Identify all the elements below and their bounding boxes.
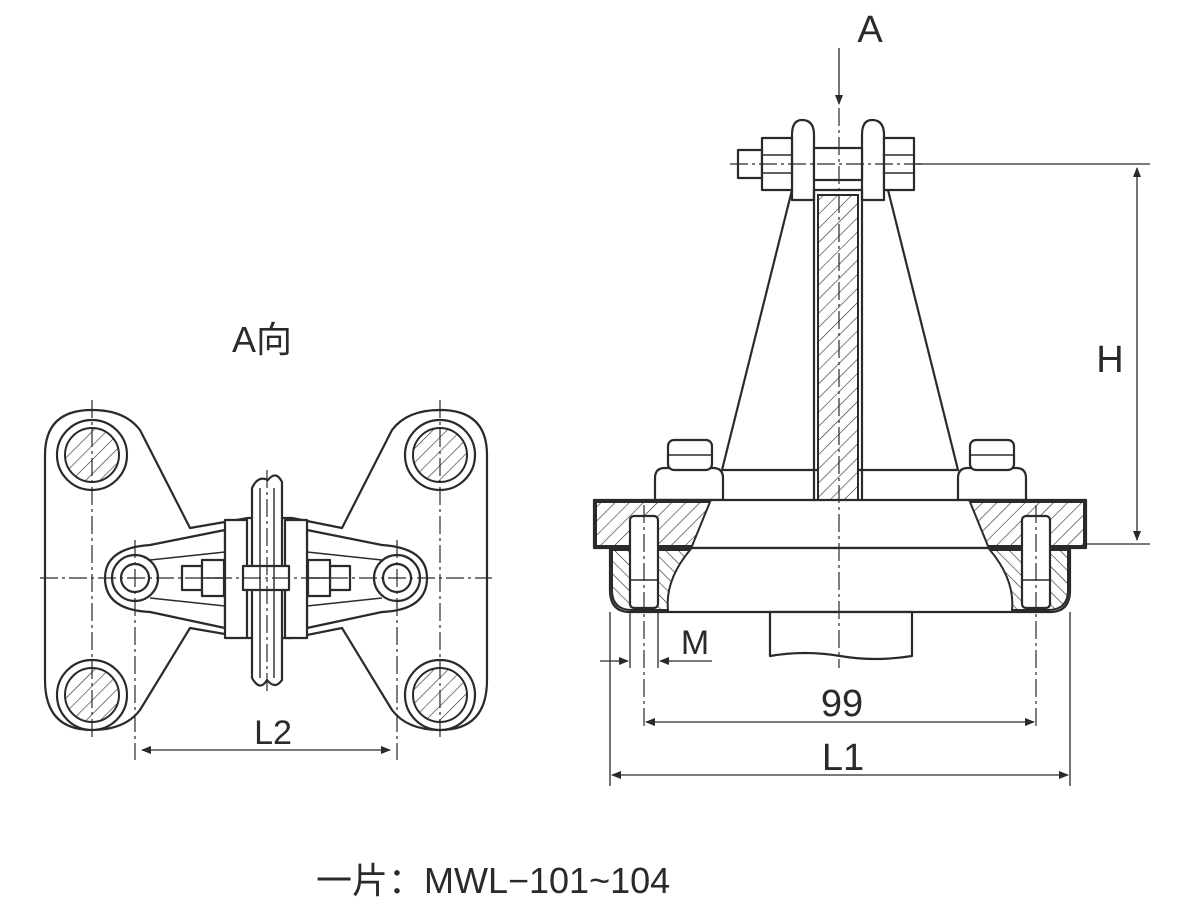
dim-label-99: 99 bbox=[821, 683, 863, 725]
dim-label-l1: L1 bbox=[822, 737, 864, 779]
bolt-hole-top-right bbox=[403, 418, 477, 492]
clamp-ear-left bbox=[790, 118, 816, 202]
dim-label-h: H bbox=[1096, 339, 1123, 381]
lower-housing bbox=[608, 546, 1072, 614]
view-arrow-label: A bbox=[857, 9, 883, 51]
bolt-hole-top-left bbox=[55, 418, 129, 492]
busbar-cross-section bbox=[817, 194, 859, 504]
model-caption: 一片：MWL−101~104 bbox=[316, 860, 670, 901]
base-plate-outline bbox=[43, 408, 489, 732]
dim-label-m: M bbox=[681, 624, 709, 662]
view-a-title: A向 bbox=[232, 319, 292, 360]
dim-label-l2: L2 bbox=[254, 714, 292, 752]
view-a-drawing: L2 A向 bbox=[40, 319, 492, 760]
front-section-drawing: A bbox=[592, 9, 1150, 786]
clamp-ear-right bbox=[860, 118, 886, 202]
mounting-stub bbox=[768, 610, 914, 661]
